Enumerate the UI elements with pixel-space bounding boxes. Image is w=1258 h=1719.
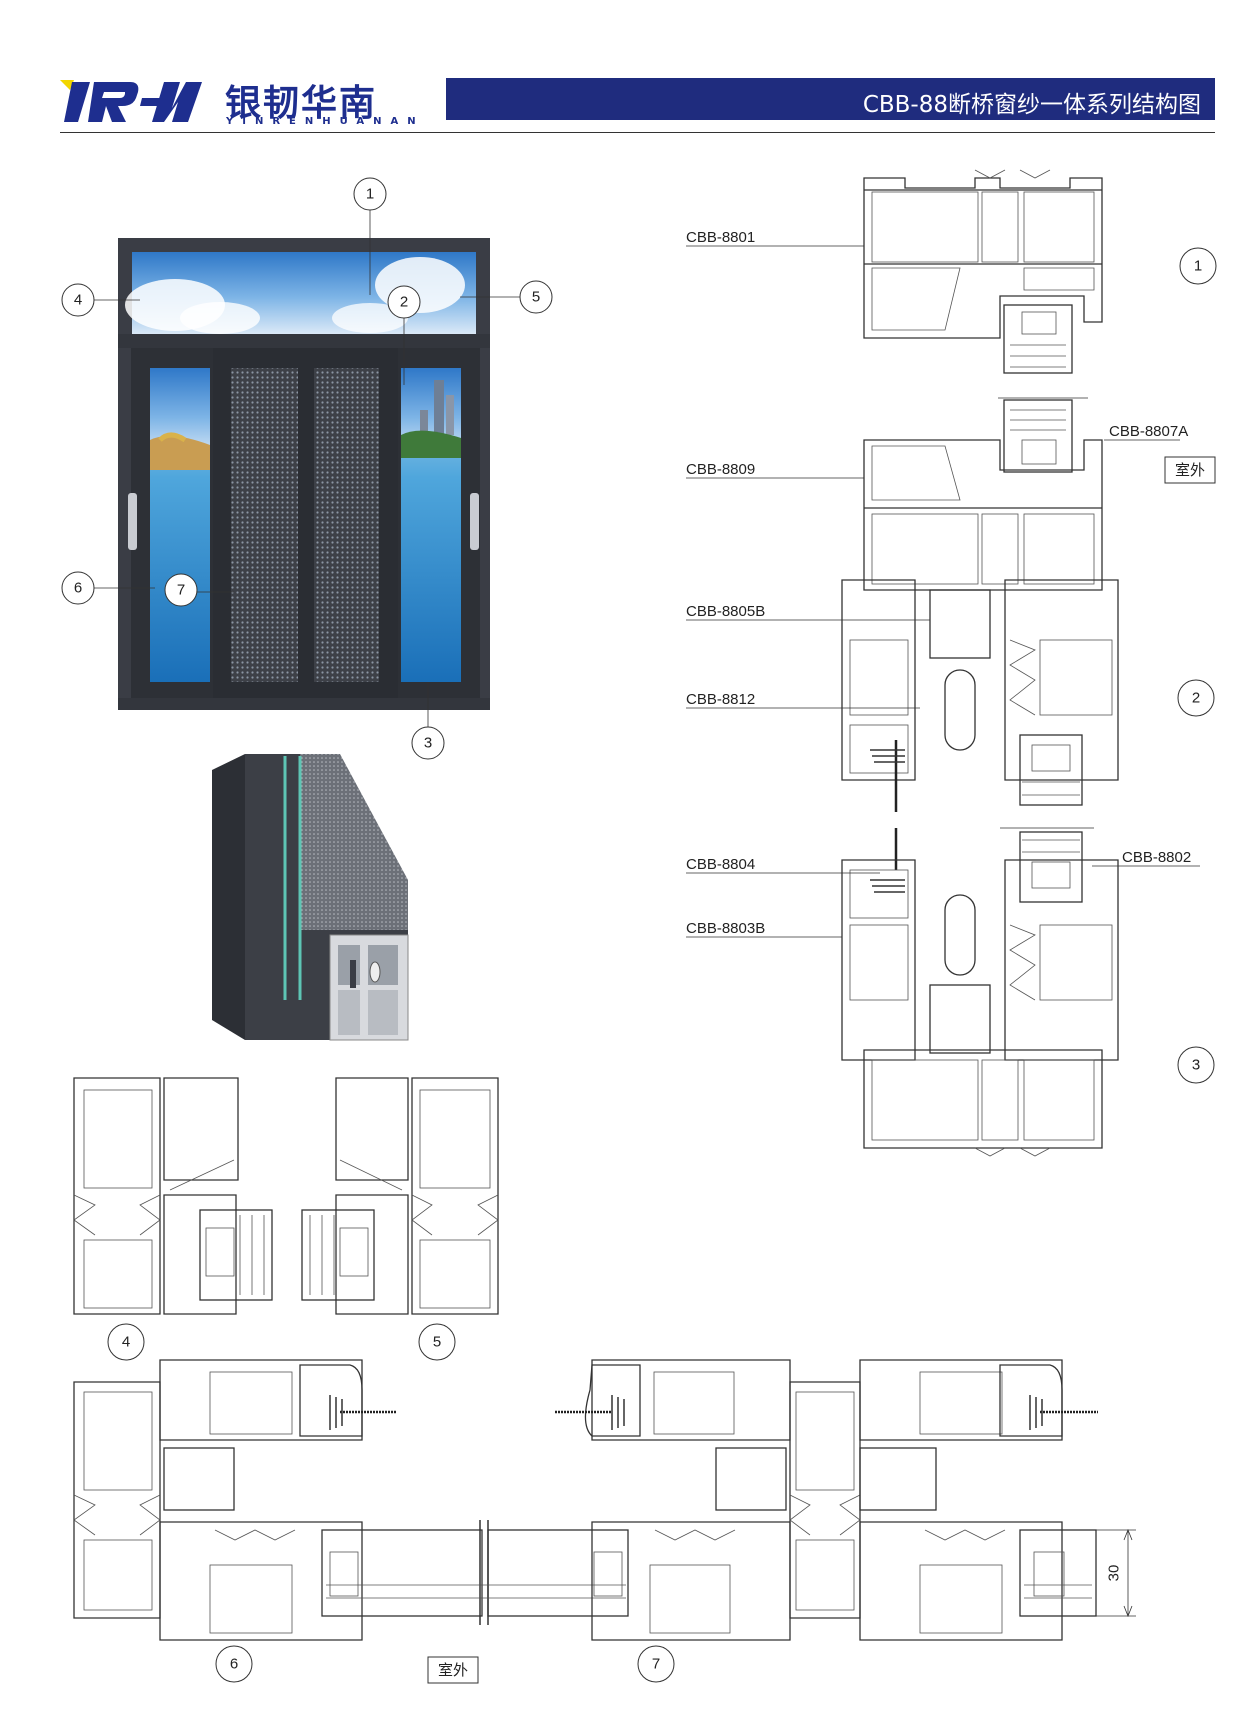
label-cbb-8809: CBB-8809 — [686, 461, 755, 478]
callout-1: 1 — [366, 186, 374, 203]
brand-name-en: YINRENHUANAN — [226, 116, 425, 127]
section-3-profile — [863, 1049, 1103, 1157]
label-cbb-8802: CBB-8802 — [1122, 849, 1191, 866]
horizontal-section-drawing — [73, 1359, 1136, 1641]
label-cbb-8812: CBB-8812 — [686, 691, 755, 708]
corner-profile-3d — [212, 754, 409, 1041]
label-cbb-8807a: CBB-8807A — [1109, 423, 1188, 440]
callout-3: 3 — [424, 735, 432, 752]
section-number-1: 1 — [1194, 258, 1202, 275]
section-number-2: 2 — [1192, 690, 1200, 707]
section-2-3-joint — [841, 828, 1119, 1061]
brand-name-cn: 银韧华南 — [225, 83, 378, 124]
callout-5: 5 — [532, 289, 540, 306]
callout-7: 7 — [177, 582, 185, 599]
header-divider — [60, 132, 1215, 133]
callout-4: 4 — [74, 292, 82, 309]
vertical-section-drawing — [686, 169, 1200, 1157]
label-cbb-8804: CBB-8804 — [686, 856, 755, 873]
section-2-profile — [841, 579, 1119, 829]
page-title: CBB-88断桥窗纱一体系列结构图 — [862, 92, 1201, 118]
section-number-4: 4 — [122, 1334, 130, 1351]
section-number-5: 5 — [433, 1334, 441, 1351]
callout-6: 6 — [74, 580, 82, 597]
brand-logo-icon — [60, 80, 202, 122]
section-number-7: 7 — [652, 1656, 660, 1673]
page-header: 银韧华南 YINRENHUANAN CBB-88断桥窗纱一体系列结构图 — [60, 72, 1215, 132]
title-bar: CBB-88断桥窗纱一体系列结构图 — [446, 78, 1215, 120]
dimension-30: 30 — [1106, 1565, 1123, 1582]
section-number-6: 6 — [230, 1656, 238, 1673]
section-number-3: 3 — [1192, 1057, 1200, 1074]
label-cbb-8801: CBB-8801 — [686, 229, 755, 246]
section-1-profile — [863, 169, 1103, 399]
window-illustration — [118, 238, 490, 710]
label-cbb-8805b: CBB-8805B — [686, 603, 765, 620]
outside-label-bottom: 室外 — [438, 1661, 468, 1679]
section-1-2-joint — [863, 399, 1103, 591]
photo-callouts: 1 2 3 4 5 6 7 — [61, 177, 553, 760]
section-5-profile — [301, 1077, 499, 1315]
section-4-profile — [73, 1077, 273, 1315]
label-cbb-8803b: CBB-8803B — [686, 920, 765, 937]
callout-2: 2 — [400, 294, 408, 311]
outside-label-right: 室外 — [1175, 461, 1205, 479]
